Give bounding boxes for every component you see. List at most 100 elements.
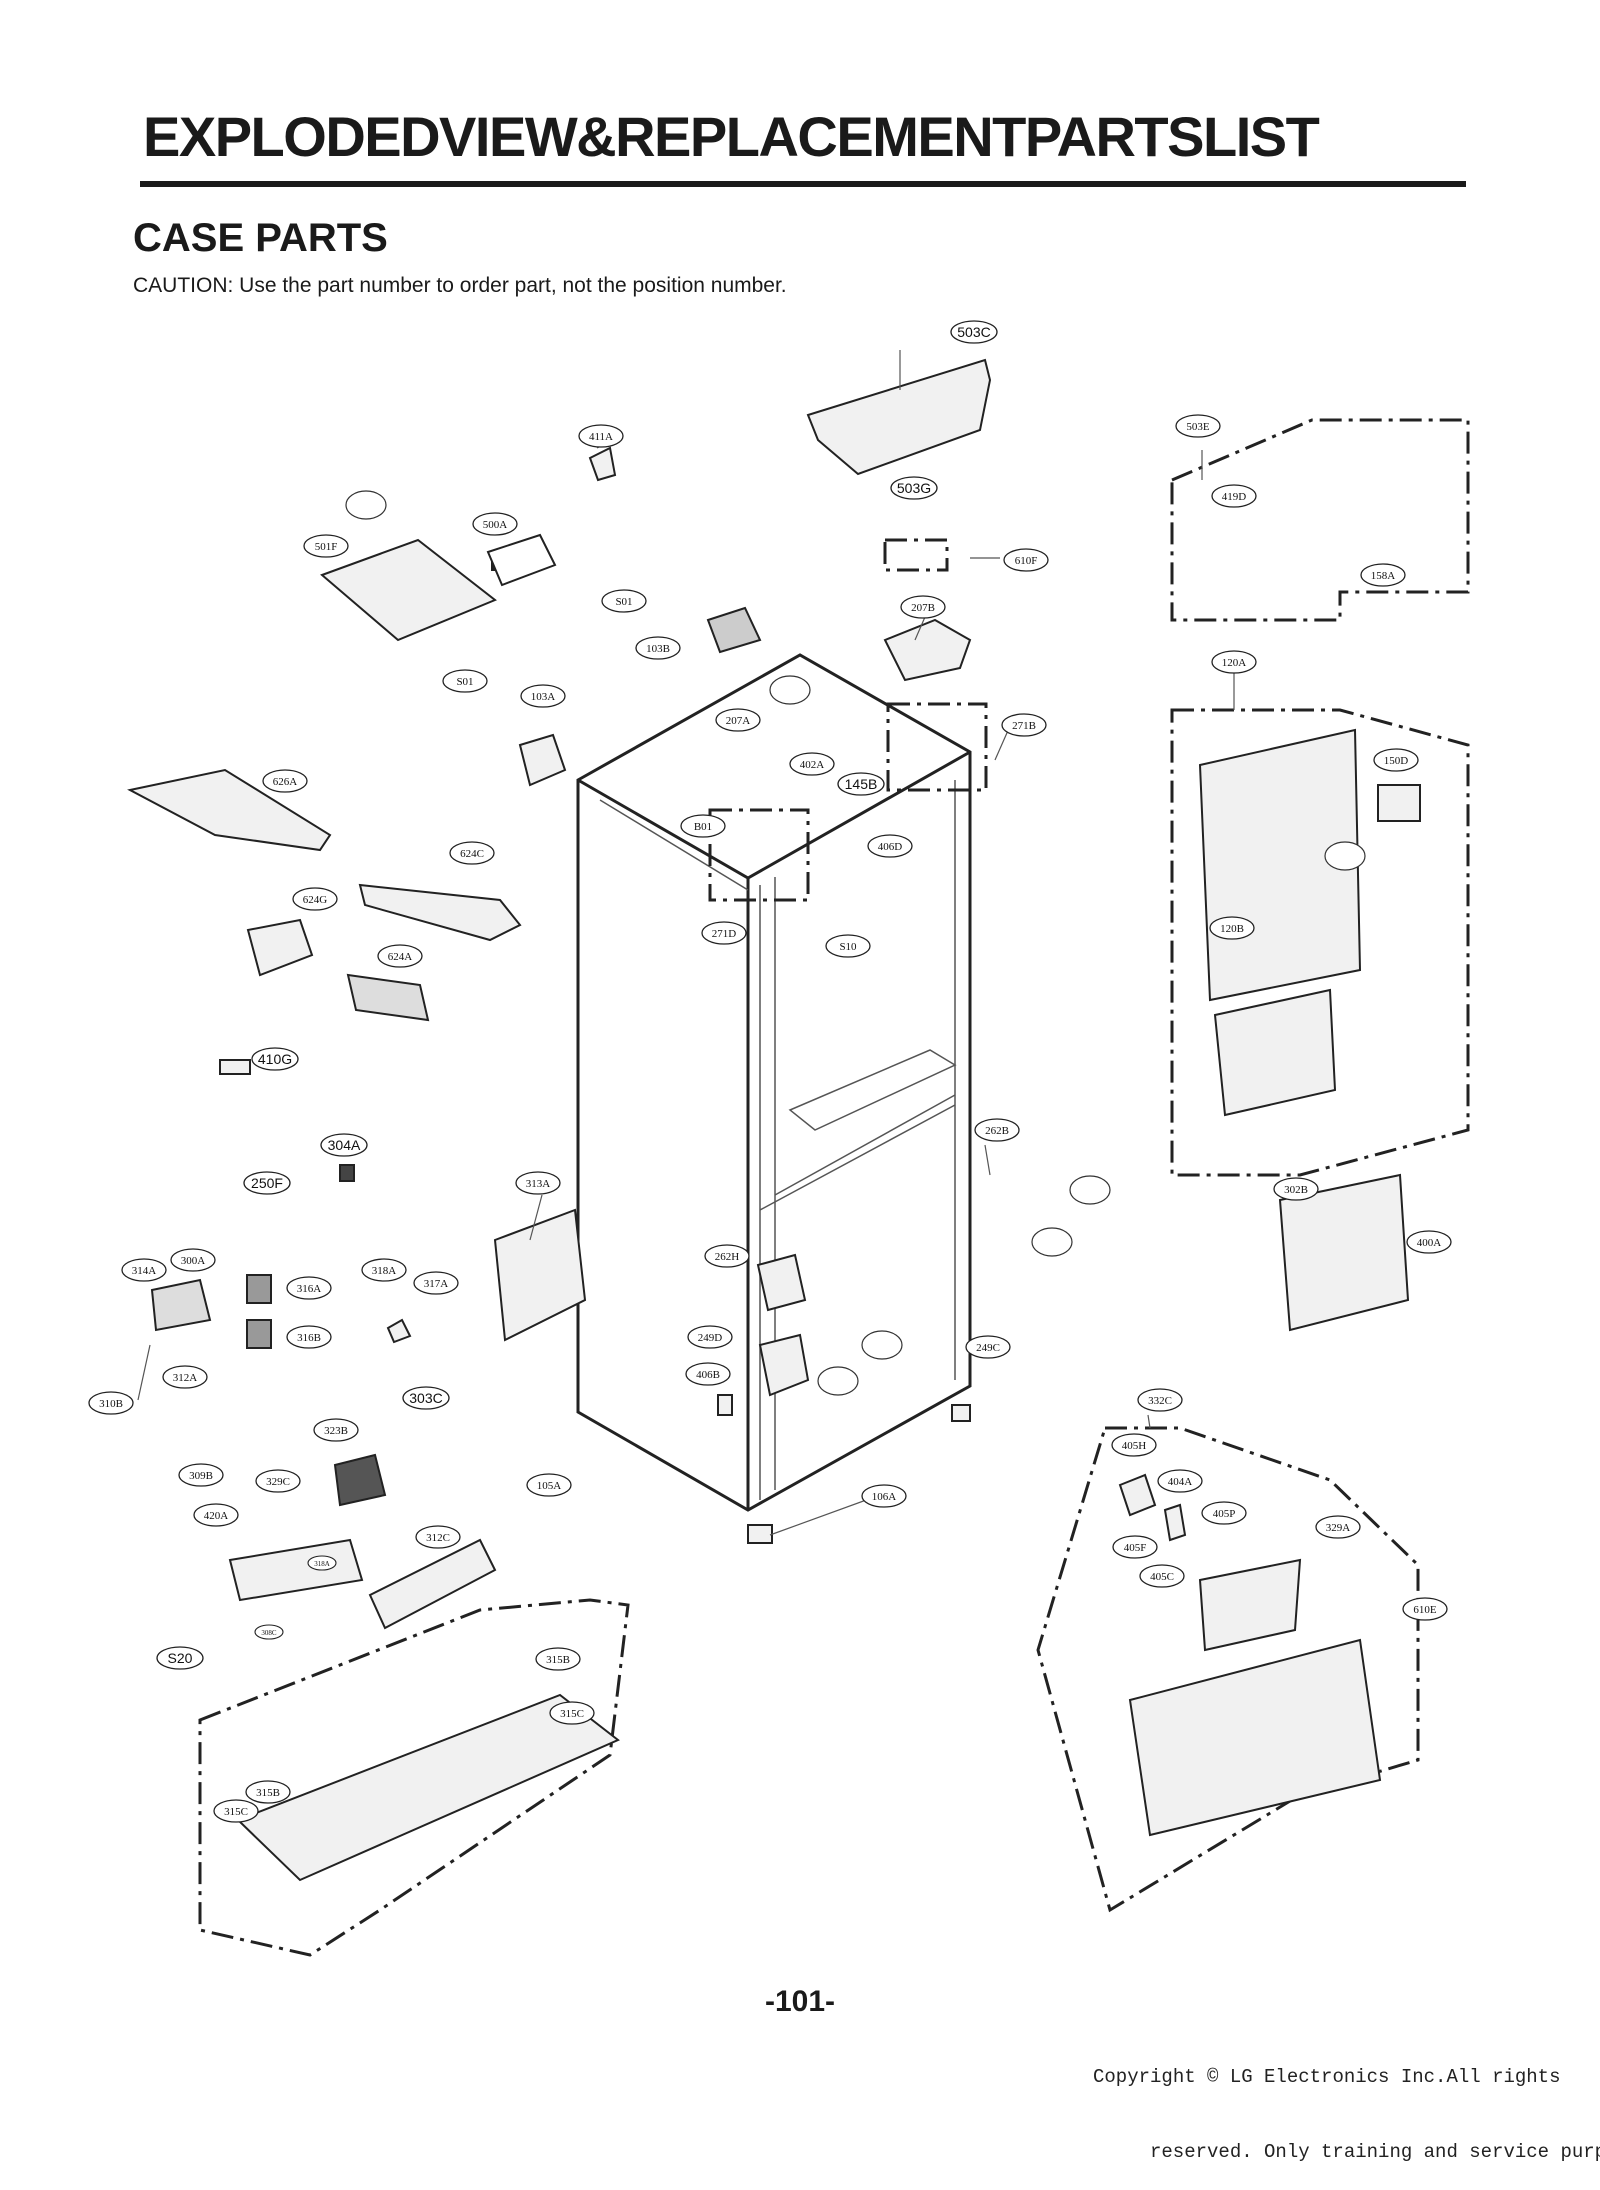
callout-332C: 332C bbox=[1137, 1388, 1183, 1412]
callout-404A-label: 404A bbox=[1168, 1476, 1193, 1488]
callout-309B-label: 309B bbox=[189, 1470, 213, 1482]
callout-405C: 405C bbox=[1139, 1564, 1185, 1588]
dashed-assembly-boxes bbox=[198, 418, 1470, 1957]
callout-250F: 250F bbox=[243, 1171, 291, 1195]
callout-S01-lower-label: S01 bbox=[456, 676, 473, 688]
callout-302B: 302B bbox=[1273, 1177, 1319, 1201]
exploded-view-diagram: 503C 503G 411A 500A 501F S01 103B 610F 2… bbox=[88, 320, 1470, 1957]
callout-410G-label: 410G bbox=[258, 1051, 292, 1067]
callout-308C-small: 308C bbox=[254, 1624, 284, 1640]
callout-106A: 106A bbox=[861, 1484, 907, 1508]
callout-314A: 314A bbox=[121, 1258, 167, 1282]
callout-410G: 410G bbox=[251, 1047, 299, 1071]
callout-262B-label: 262B bbox=[985, 1125, 1009, 1137]
callout-411A-label: 411A bbox=[589, 431, 613, 443]
callout-145B-label: 145B bbox=[845, 776, 878, 792]
callout-624C-label: 624C bbox=[460, 848, 484, 860]
callout-610E: 610E bbox=[1402, 1597, 1448, 1621]
callout-405P-label: 405P bbox=[1213, 1508, 1236, 1520]
callout-150D-label: 150D bbox=[1384, 755, 1409, 767]
callout-626A-label: 626A bbox=[273, 776, 298, 788]
callout-402A-label: 402A bbox=[800, 759, 825, 771]
callout-312C: 312C bbox=[415, 1525, 461, 1549]
callout-405F-label: 405F bbox=[1124, 1542, 1147, 1554]
callout-315C-lower: 315C bbox=[213, 1799, 259, 1823]
callout-103A: 103A bbox=[520, 684, 566, 708]
callout-503C: 503C bbox=[950, 320, 998, 344]
callout-315C-upper: 315C bbox=[549, 1701, 595, 1725]
title-rule bbox=[140, 181, 1466, 187]
callout-120A: 120A bbox=[1211, 650, 1257, 674]
callout-406D: 406D bbox=[867, 834, 913, 858]
callout-207B: 207B bbox=[900, 595, 946, 619]
callout-158A-label: 158A bbox=[1371, 570, 1396, 582]
callout-262B: 262B bbox=[974, 1118, 1020, 1142]
callout-316A-label: 316A bbox=[297, 1283, 322, 1295]
blank-callouts bbox=[345, 490, 1366, 1396]
callout-103B: 103B bbox=[635, 636, 681, 660]
callout-315B-upper-label: 315B bbox=[546, 1654, 570, 1666]
callout-S01-upper: S01 bbox=[601, 589, 647, 613]
callout-318A: 318A bbox=[361, 1258, 407, 1282]
copyright-line-1: Copyright © LG Electronics Inc.All right… bbox=[1093, 2066, 1561, 2088]
callout-302B-label: 302B bbox=[1284, 1184, 1308, 1196]
callout-503E: 503E bbox=[1175, 414, 1221, 438]
callout-S10-label: S10 bbox=[839, 941, 857, 953]
callout-313A-label: 313A bbox=[526, 1178, 551, 1190]
callout-271B-label: 271B bbox=[1012, 720, 1036, 732]
callout-314A-label: 314A bbox=[132, 1265, 157, 1277]
callout-332C-label: 332C bbox=[1148, 1395, 1172, 1407]
callout-315B-upper: 315B bbox=[535, 1647, 581, 1671]
callout-300A-label: 300A bbox=[181, 1255, 206, 1267]
callout-304A: 304A bbox=[320, 1133, 368, 1157]
callout-249D-label: 249D bbox=[698, 1332, 723, 1344]
callout-250F-label: 250F bbox=[251, 1175, 283, 1191]
callout-300A: 300A bbox=[170, 1248, 216, 1272]
callout-329C: 329C bbox=[255, 1469, 301, 1493]
callout-207A: 207A bbox=[715, 708, 761, 732]
callout-318A-label: 318A bbox=[372, 1265, 397, 1277]
callout-624A-label: 624A bbox=[388, 951, 413, 963]
callout-420A: 420A bbox=[193, 1503, 239, 1527]
callout-501F: 501F bbox=[303, 534, 349, 558]
callout-500A: 500A bbox=[472, 512, 518, 536]
section-title: CASE PARTS bbox=[133, 216, 388, 260]
callout-303C: 303C bbox=[402, 1386, 450, 1410]
callout-317A-label: 317A bbox=[424, 1278, 449, 1290]
callout-406D-label: 406D bbox=[878, 841, 903, 853]
callout-406B: 406B bbox=[685, 1362, 731, 1386]
callout-249D: 249D bbox=[687, 1325, 733, 1349]
callout-411A: 411A bbox=[578, 424, 624, 448]
callout-405H: 405H bbox=[1111, 1433, 1157, 1457]
copyright-line-2: reserved. Only training and service purp… bbox=[1150, 2141, 1600, 2163]
callout-503E-label: 503E bbox=[1186, 421, 1210, 433]
callout-308C-small-label: 308C bbox=[261, 1629, 277, 1637]
leader-lines bbox=[137, 350, 1235, 1536]
callout-400A-label: 400A bbox=[1417, 1237, 1442, 1249]
callout-405P: 405P bbox=[1201, 1501, 1247, 1525]
callout-404A: 404A bbox=[1157, 1469, 1203, 1493]
callout-312A-label: 312A bbox=[173, 1372, 198, 1384]
callout-318A-small-label: 318A bbox=[314, 1560, 330, 1568]
callout-303C-label: 303C bbox=[409, 1390, 442, 1406]
callout-309B: 309B bbox=[178, 1463, 224, 1487]
callout-262H: 262H bbox=[704, 1244, 750, 1268]
callout-207A-label: 207A bbox=[726, 715, 751, 727]
callout-318A-small: 318A bbox=[307, 1555, 337, 1571]
callout-B01: B01 bbox=[680, 814, 726, 838]
callout-315B-lower-label: 315B bbox=[256, 1787, 280, 1799]
callout-624G-label: 624G bbox=[303, 894, 328, 906]
callout-500A-label: 500A bbox=[483, 519, 508, 531]
callout-405C-label: 405C bbox=[1150, 1571, 1174, 1583]
callout-503G: 503G bbox=[890, 476, 938, 500]
callout-B01-label: B01 bbox=[694, 821, 712, 833]
callout-323B: 323B bbox=[313, 1418, 359, 1442]
callout-310B: 310B bbox=[88, 1391, 134, 1415]
callout-106A-label: 106A bbox=[872, 1491, 897, 1503]
callout-315C-lower-label: 315C bbox=[224, 1806, 248, 1818]
callout-400A: 400A bbox=[1406, 1230, 1452, 1254]
callout-262H-label: 262H bbox=[715, 1251, 740, 1263]
callout-624A: 624A bbox=[377, 944, 423, 968]
callout-420A-label: 420A bbox=[204, 1510, 229, 1522]
callout-105A: 105A bbox=[526, 1473, 572, 1497]
